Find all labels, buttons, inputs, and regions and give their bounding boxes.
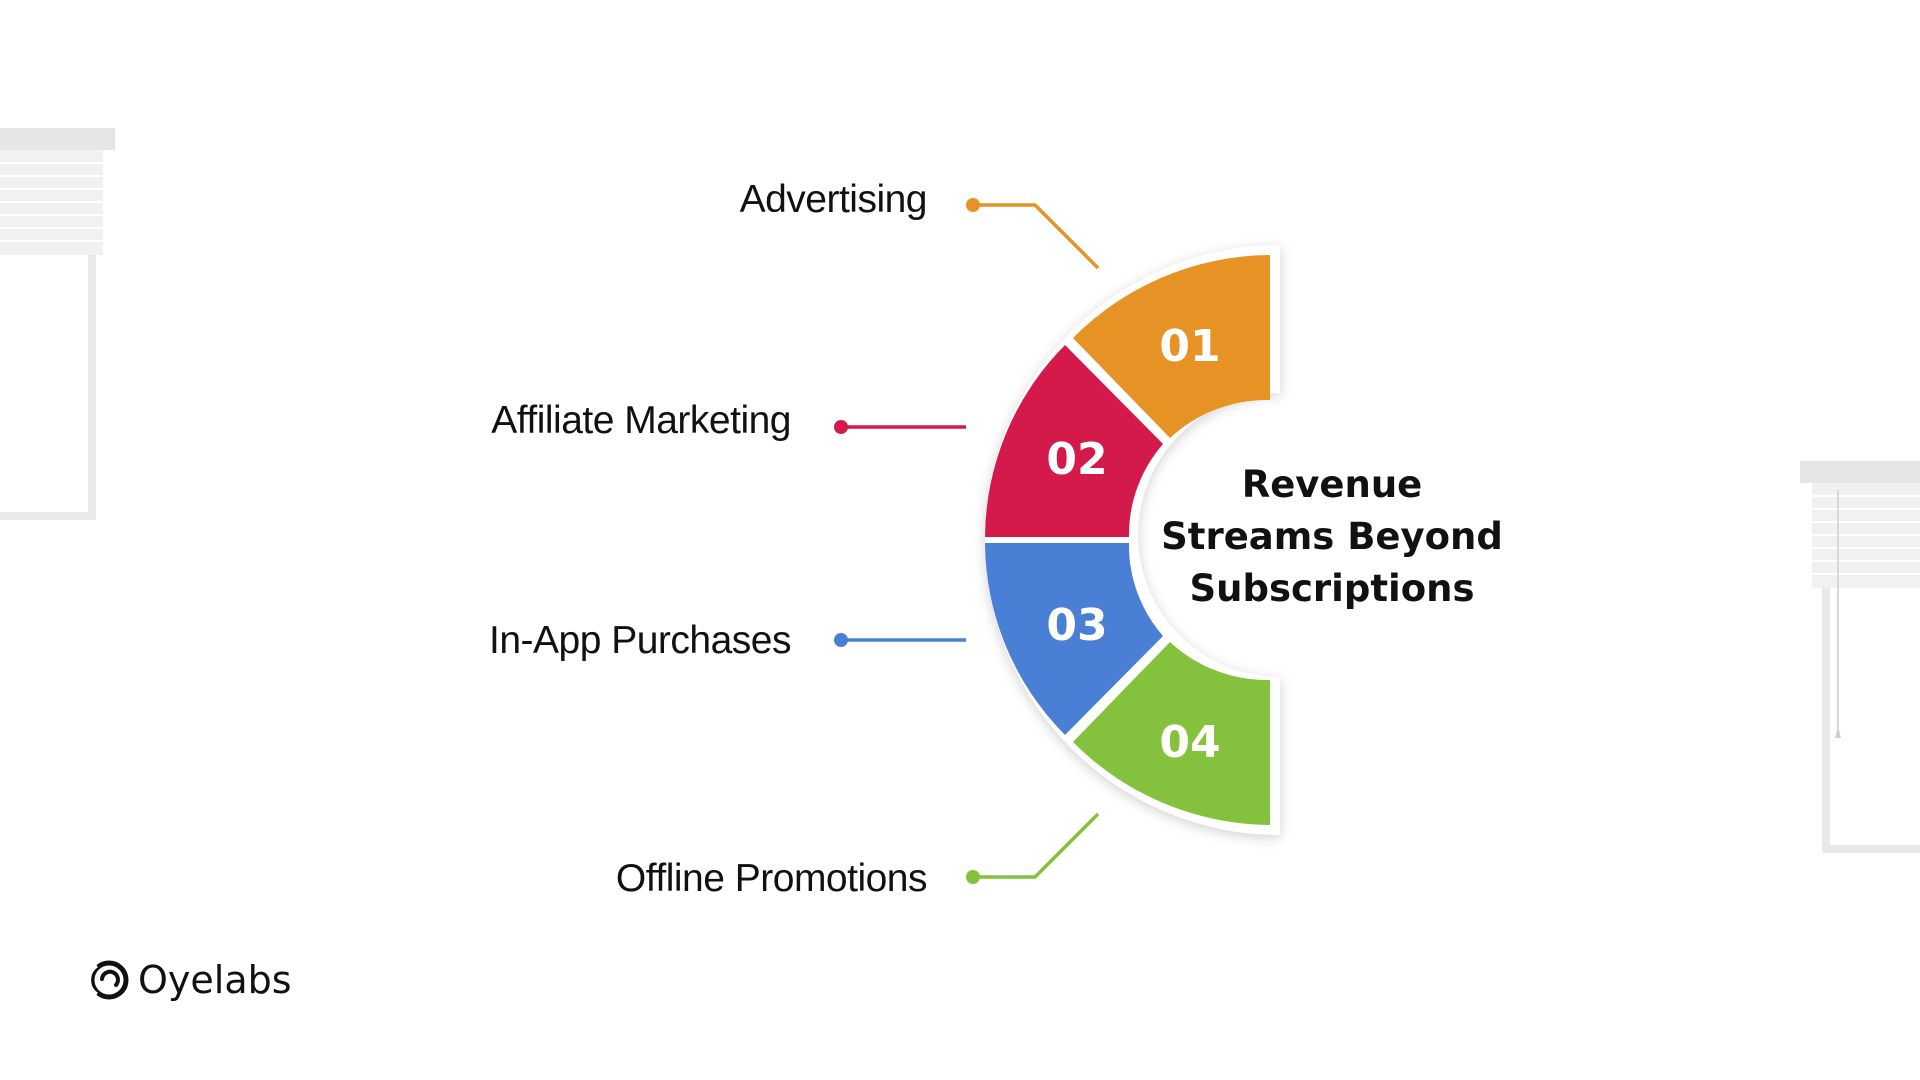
segment-01-shape (1073, 255, 1270, 438)
connector-02 (834, 420, 966, 434)
segment-03-shape (985, 543, 1163, 735)
label-affiliate-marketing: Affiliate Marketing (491, 399, 791, 442)
label-advertising: Advertising (740, 178, 927, 221)
center-title-line-1: Revenue (1242, 463, 1423, 506)
brand: Oyelabs (88, 958, 292, 1002)
segment-02-shape (985, 345, 1163, 537)
center-title-line-2: Streams Beyond (1161, 515, 1503, 558)
segment-04-number: 04 (1159, 717, 1220, 768)
connector-04 (966, 812, 1100, 884)
brand-name: Oyelabs (138, 958, 292, 1002)
label-offline-promotions: Offline Promotions (616, 857, 927, 900)
segment-01-number: 01 (1159, 321, 1220, 372)
center-title: Revenue Streams Beyond Subscriptions (1161, 463, 1503, 610)
center-title-line-3: Subscriptions (1190, 567, 1475, 610)
segment-04-shape (1073, 642, 1270, 825)
oyelabs-logo-icon (88, 960, 129, 1000)
segment-03-number: 03 (1046, 600, 1107, 651)
connector-03 (834, 633, 966, 647)
segment-01: 01 (1073, 255, 1270, 438)
left-window-decor (0, 128, 115, 520)
segment-02: 02 (985, 345, 1163, 537)
right-window-decor (1800, 461, 1920, 853)
segment-04: 04 (1073, 642, 1270, 825)
segment-03: 03 (985, 543, 1163, 735)
segment-02-number: 02 (1046, 434, 1107, 485)
connector-01 (966, 198, 1100, 270)
label-in-app-purchases: In-App Purchases (489, 619, 791, 662)
